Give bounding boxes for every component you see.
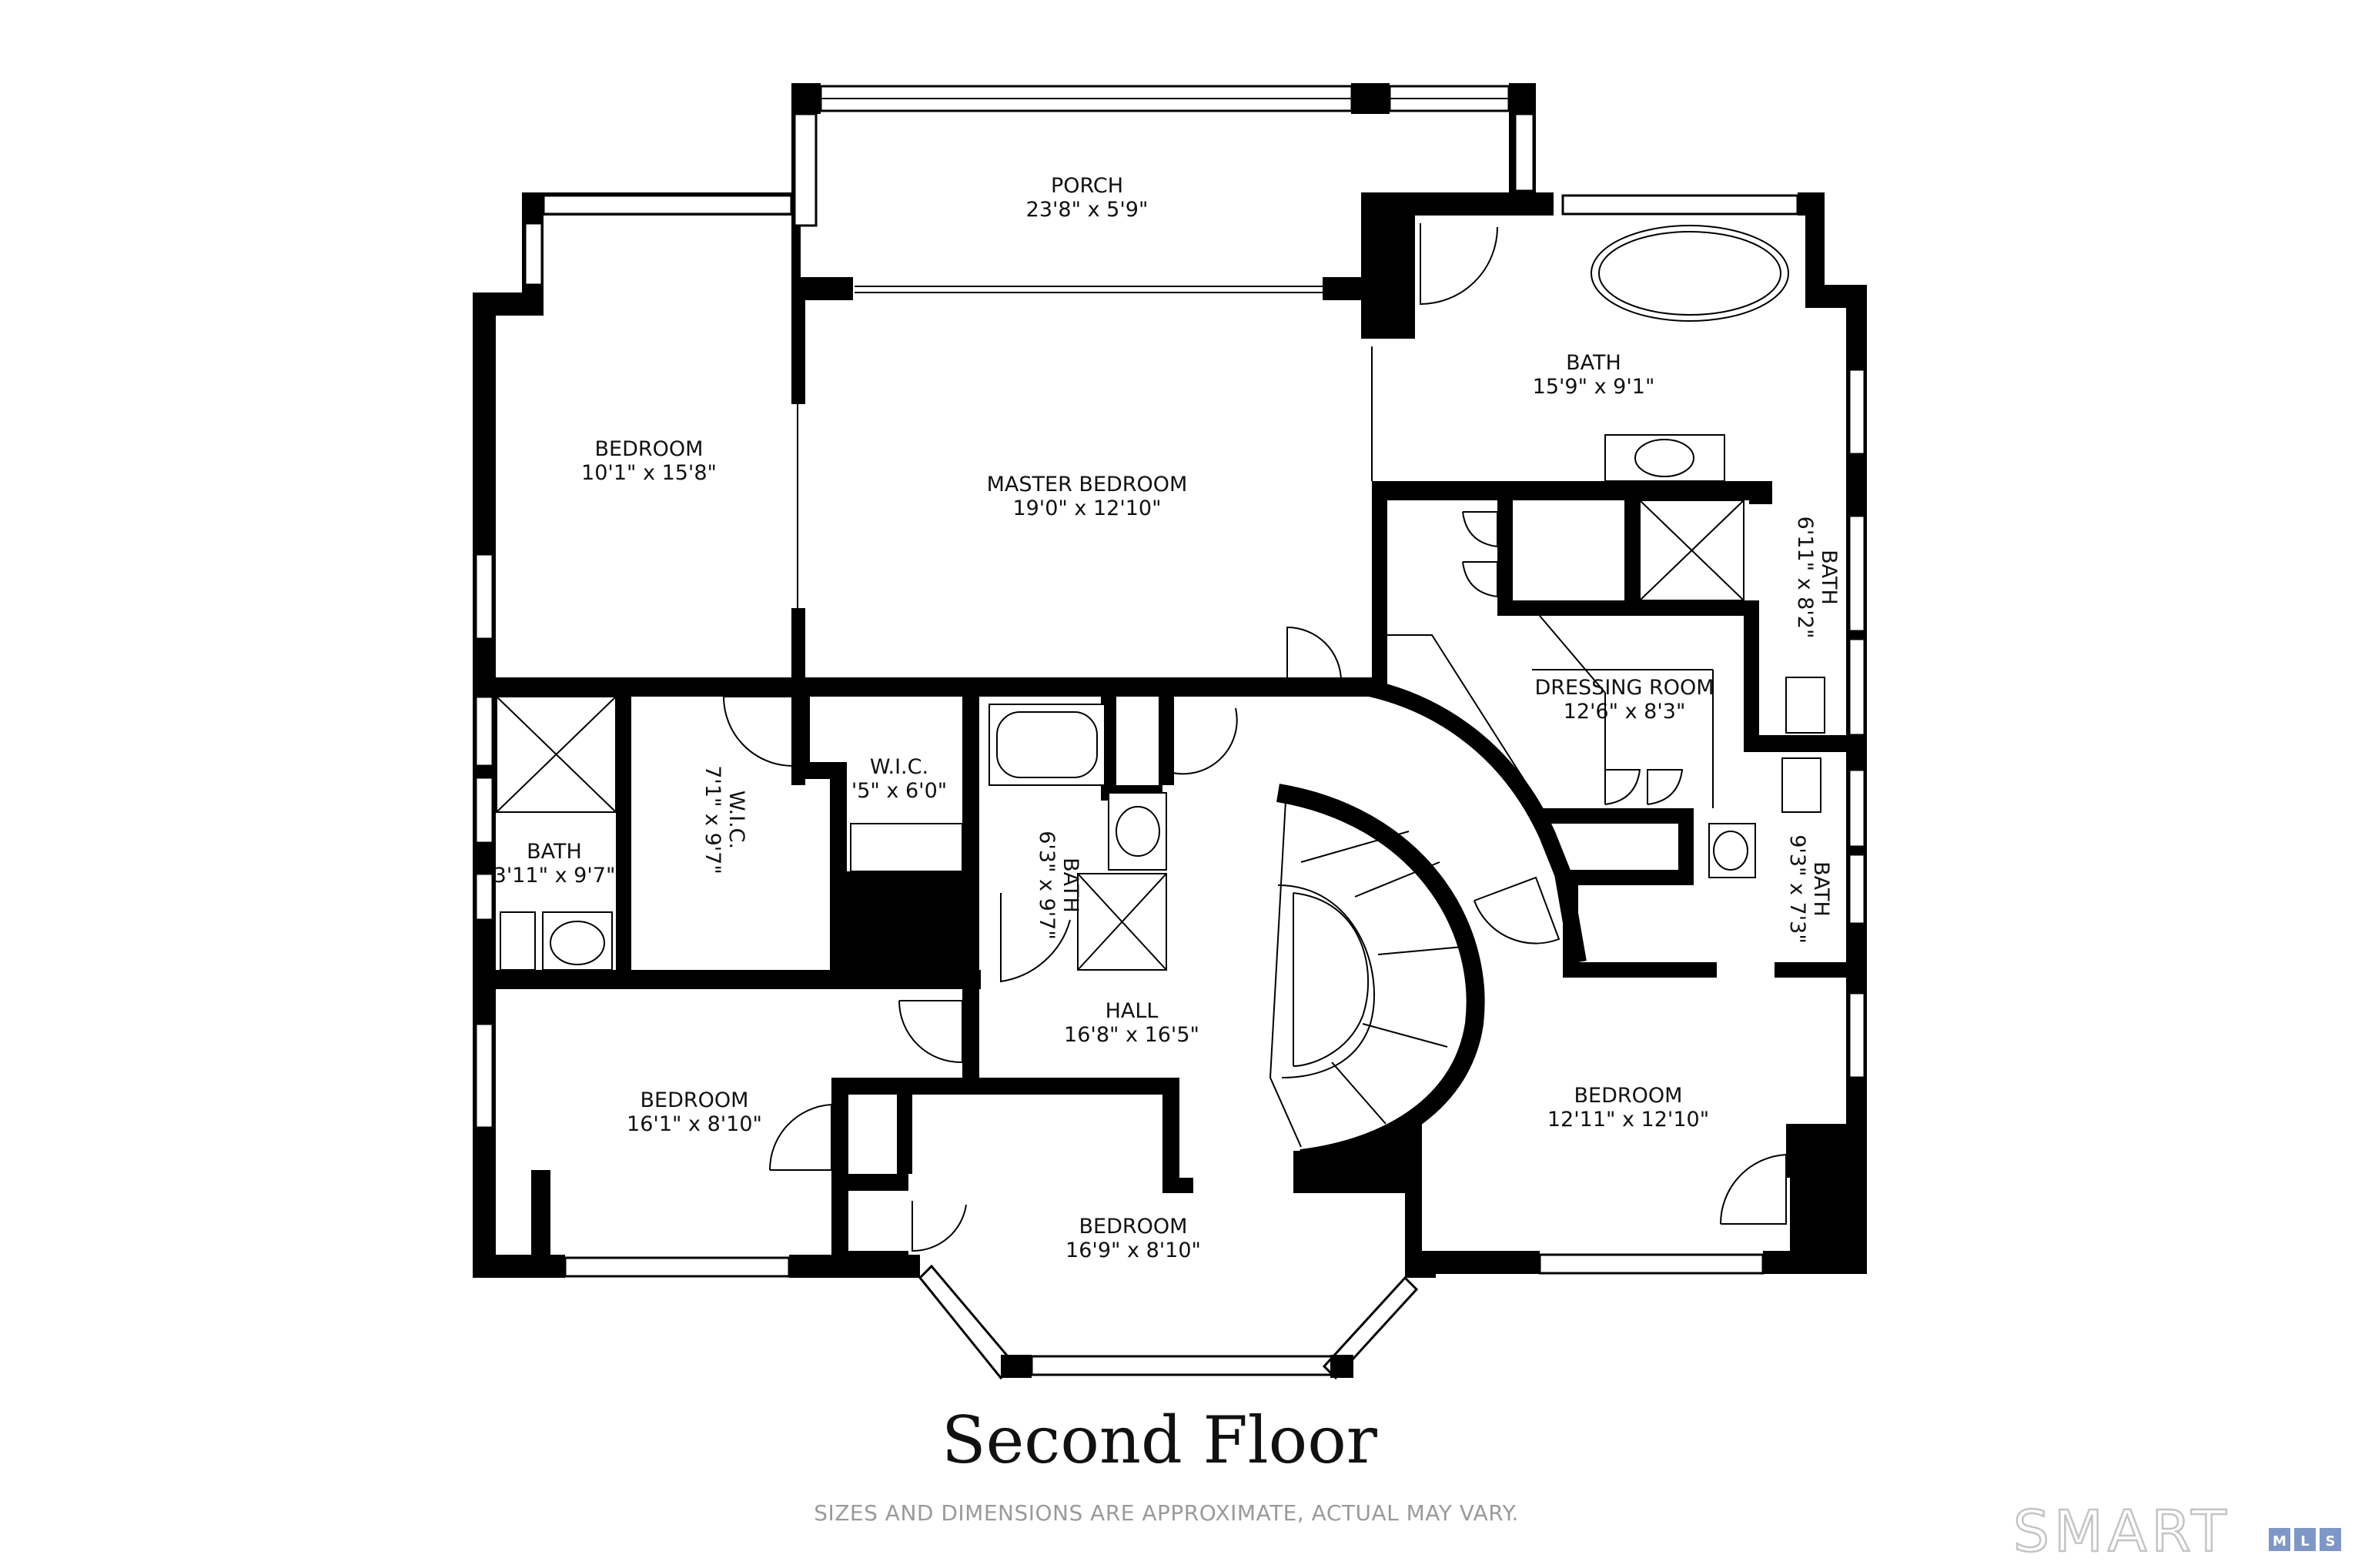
- smartmls-logo: SMART M L S: [2012, 1498, 2341, 1566]
- room-master-bedroom-name: MASTER BEDROOM: [987, 473, 1188, 496]
- room-bath-east-lower-name: BATH: [1809, 861, 1833, 917]
- room-bedroom-s-dim: 16'9" x 8'10": [1065, 1239, 1201, 1262]
- room-wic-west-name: W.I.C.: [724, 791, 748, 849]
- room-wic-center-dim: '5" x 6'0": [851, 779, 947, 803]
- room-bath-west-dim: 3'11" x 9'7": [493, 864, 616, 888]
- room-bath-east-lower-dim: 9'3" x 7'3": [1785, 834, 1809, 944]
- room-hall-name: HALL: [1106, 999, 1159, 1023]
- room-bedroom-sw-name: BEDROOM: [641, 1088, 749, 1112]
- logo-box-m-text: M: [2273, 1533, 2286, 1550]
- room-wic-west-dim: 7'1" x 9'7": [701, 765, 724, 874]
- logo-box-s-text: S: [2326, 1533, 2336, 1550]
- room-dressing-dim: 12'6" x 8'3": [1564, 700, 1686, 724]
- room-porch-dim: 23'8" x 5'9": [1026, 198, 1149, 222]
- windows: [474, 85, 1866, 1380]
- logo-box-s: [2320, 1528, 2341, 1551]
- room-bath-center-name: BATH: [1059, 858, 1082, 913]
- room-bedroom-nw-name: BEDROOM: [595, 437, 704, 461]
- room-bath-west-name: BATH: [527, 840, 582, 864]
- fixtures: [496, 225, 1825, 1148]
- room-bedroom-s-name: BEDROOM: [1079, 1215, 1188, 1239]
- room-bedroom-nw-dim: 10'1" x 15'8": [581, 461, 717, 485]
- room-bath-master-name: BATH: [1566, 351, 1621, 375]
- room-labels: PORCH 23'8" x 5'9" BATH 15'9" x 9'1" BED…: [493, 174, 1841, 1262]
- room-dressing-name: DRESSING ROOM: [1534, 676, 1714, 700]
- room-porch-name: PORCH: [1051, 174, 1123, 198]
- curved-walls: [1276, 678, 1587, 1168]
- logo-word: SMART: [2013, 1499, 2231, 1565]
- room-master-bedroom-dim: 19'0" x 12'10": [1012, 496, 1161, 520]
- logo-box-m: [2269, 1528, 2290, 1551]
- doors: [723, 223, 1787, 1252]
- logo-box-l: [2294, 1528, 2316, 1551]
- room-bedroom-se-name: BEDROOM: [1574, 1084, 1683, 1108]
- room-bath-master-dim: 15'9" x 9'1": [1533, 375, 1655, 399]
- room-bath-east-upper-dim: 6'11" x 8'2": [1793, 517, 1817, 639]
- room-bath-east-upper-name: BATH: [1817, 550, 1841, 605]
- room-hall-dim: 16'8" x 16'5": [1064, 1023, 1199, 1047]
- floor-title: Second Floor: [942, 1403, 1378, 1478]
- disclaimer: SIZES AND DIMENSIONS ARE APPROXIMATE, AC…: [814, 1500, 1519, 1526]
- room-wic-center-name: W.I.C.: [870, 755, 928, 779]
- logo-box-l-text: L: [2300, 1533, 2309, 1550]
- room-bedroom-se-dim: 12'11" x 12'10": [1547, 1108, 1709, 1132]
- room-bedroom-sw-dim: 16'1" x 8'10": [627, 1112, 762, 1136]
- room-bath-center-dim: 6'3" x 9'7": [1035, 831, 1059, 940]
